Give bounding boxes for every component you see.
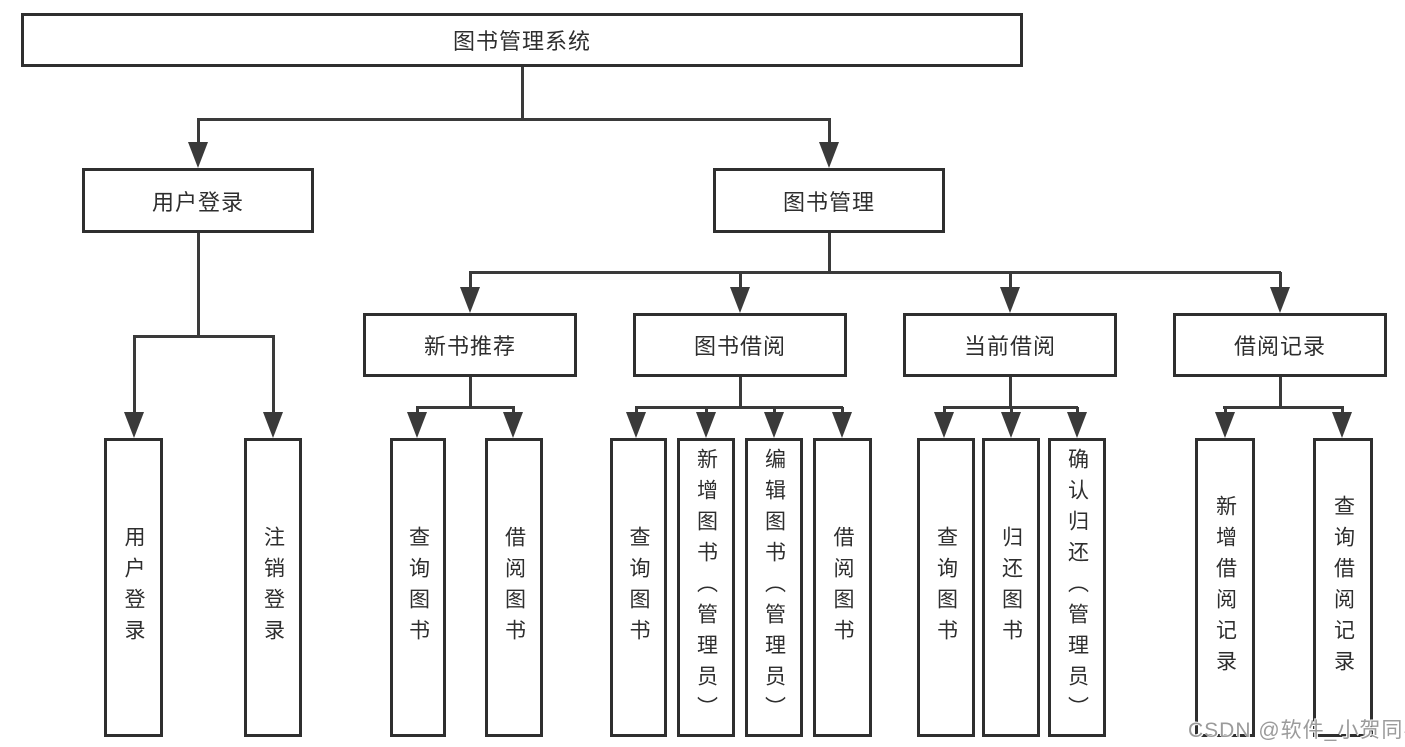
- node-label: 当前借阅: [963, 334, 1056, 359]
- connector-vline: [738, 377, 742, 409]
- connector-hline: [469, 270, 1281, 274]
- node-label: 查询图书: [934, 525, 958, 650]
- arrowhead-down-icon: [1215, 412, 1235, 438]
- arrowhead-down-icon: [1332, 412, 1352, 438]
- leaf-edit-book-admin: 编辑图书（管理员）: [745, 438, 803, 737]
- connector-hline: [197, 117, 831, 121]
- node-label: 借阅记录: [1233, 334, 1326, 359]
- connector-vline: [942, 407, 946, 416]
- node-label: 注销登录: [261, 525, 285, 650]
- node-current-borrowing: 当前借阅: [903, 313, 1117, 377]
- connector-vline: [827, 119, 831, 146]
- connector-vline: [772, 407, 776, 416]
- connector-vline: [1008, 272, 1012, 291]
- node-book-management: 图书管理: [713, 168, 945, 233]
- arrowhead-down-icon: [407, 412, 427, 438]
- arrowhead-down-icon: [764, 412, 784, 438]
- connector-vline: [827, 233, 831, 274]
- connector-vline: [634, 407, 638, 416]
- connector-vline: [196, 233, 200, 338]
- node-label: 图书借阅: [693, 334, 786, 359]
- leaf-add-borrow-record: 新增借阅记录: [1195, 438, 1255, 737]
- connector-hline: [416, 405, 515, 409]
- connector-vline: [1009, 407, 1013, 416]
- arrowhead-down-icon: [1001, 412, 1021, 438]
- leaf-return-books: 归还图书: [982, 438, 1040, 737]
- csdn-watermark: CSDN @软件_小贺同学: [1188, 719, 1405, 742]
- arrowhead-down-icon: [263, 412, 283, 438]
- leaf-add-book-admin: 新增图书（管理员）: [677, 438, 735, 737]
- connector-vline: [196, 119, 200, 146]
- connector-vline: [1340, 407, 1344, 416]
- node-label: 用户登录: [122, 525, 145, 650]
- arrowhead-down-icon: [1270, 287, 1290, 313]
- node-label: 新增图书（管理员）: [694, 448, 718, 727]
- arrowhead-down-icon: [503, 412, 523, 438]
- leaf-query-books-borrowing: 查询图书: [610, 438, 667, 737]
- leaf-borrow-books: 借阅图书: [813, 438, 872, 737]
- leaf-user-login: 用户登录: [104, 438, 163, 737]
- node-label: 图书管理: [782, 189, 875, 215]
- arrowhead-down-icon: [626, 412, 646, 438]
- connector-vline: [468, 272, 472, 291]
- node-label: 借阅图书: [502, 525, 526, 650]
- node-label: 查询借阅记录: [1331, 494, 1355, 681]
- connector-vline: [1278, 377, 1282, 409]
- connector-vline: [132, 336, 136, 416]
- node-label: 借阅图书: [831, 525, 854, 650]
- node-label: 新书推荐: [423, 334, 516, 359]
- leaf-query-books-current: 查询图书: [917, 438, 975, 737]
- connector-vline: [1278, 272, 1282, 291]
- connector-hline: [133, 334, 275, 338]
- leaf-query-borrow-record: 查询借阅记录: [1313, 438, 1373, 737]
- node-user-login: 用户登录: [82, 168, 314, 233]
- connector-vline: [271, 336, 275, 416]
- connector-vline: [520, 67, 524, 121]
- node-new-book-recommendation: 新书推荐: [363, 313, 577, 377]
- arrowhead-down-icon: [1000, 287, 1020, 313]
- node-borrow-records: 借阅记录: [1173, 313, 1387, 377]
- arrowhead-down-icon: [730, 287, 750, 313]
- node-label: 归还图书: [999, 525, 1023, 650]
- leaf-borrow-books-recommend: 借阅图书: [485, 438, 543, 737]
- arrowhead-down-icon: [832, 412, 852, 438]
- arrowhead-down-icon: [696, 412, 716, 438]
- connector-hline: [1223, 405, 1344, 409]
- arrowhead-down-icon: [188, 142, 208, 168]
- connector-vline: [704, 407, 708, 416]
- connector-hline: [635, 405, 843, 409]
- arrowhead-down-icon: [460, 287, 480, 313]
- connector-vline: [1075, 407, 1079, 416]
- arrowhead-down-icon: [1067, 412, 1087, 438]
- node-label: 图书管理系统: [452, 29, 591, 54]
- arrowhead-down-icon: [819, 142, 839, 168]
- connector-vline: [511, 407, 515, 416]
- connector-vline: [840, 407, 844, 416]
- leaf-query-books-recommend: 查询图书: [390, 438, 446, 737]
- node-library-management-system: 图书管理系统: [21, 13, 1023, 67]
- connector-vline: [468, 377, 472, 409]
- node-label: 查询图书: [627, 525, 650, 650]
- node-label: 查询图书: [406, 525, 430, 650]
- leaf-logout: 注销登录: [244, 438, 302, 737]
- connector-vline: [1008, 377, 1012, 409]
- connector-vline: [415, 407, 419, 416]
- node-label: 用户登录: [151, 189, 244, 215]
- leaf-confirm-return-admin: 确认归还（管理员）: [1048, 438, 1106, 737]
- node-book-borrowing: 图书借阅: [633, 313, 847, 377]
- connector-vline: [1223, 407, 1227, 416]
- connector-vline: [738, 272, 742, 291]
- node-label: 编辑图书（管理员）: [762, 448, 786, 727]
- arrowhead-down-icon: [124, 412, 144, 438]
- node-label: 确认归还（管理员）: [1065, 448, 1089, 727]
- node-label: 新增借阅记录: [1213, 494, 1237, 681]
- arrowhead-down-icon: [934, 412, 954, 438]
